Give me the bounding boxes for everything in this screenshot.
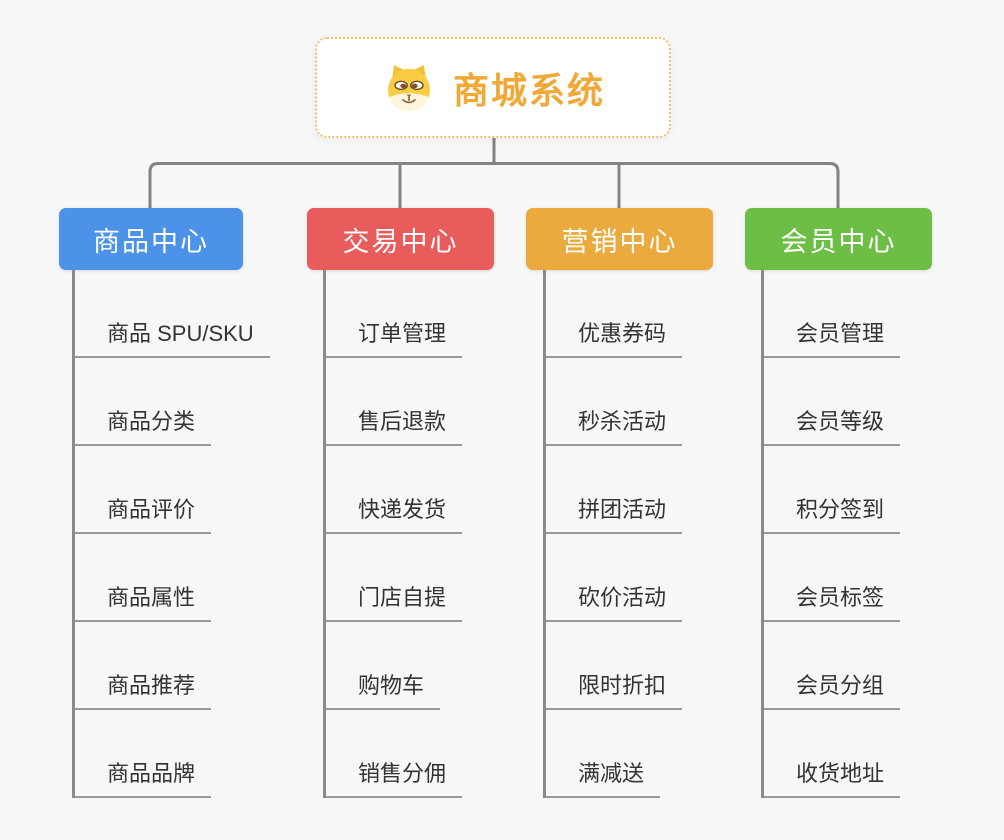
- root-node[interactable]: 商城系统: [315, 37, 671, 138]
- child-topic: 会员等级: [764, 358, 932, 446]
- child-topic: 快递发货: [326, 446, 494, 534]
- child-topic-label[interactable]: 快递发货: [326, 492, 463, 534]
- child-topic-label[interactable]: 优惠券码: [546, 316, 683, 358]
- child-topic-label[interactable]: 商品评价: [75, 492, 212, 534]
- child-topic: 满减送: [546, 710, 713, 798]
- child-topic-label[interactable]: 订单管理: [326, 316, 463, 358]
- child-topic-label[interactable]: 商品分类: [75, 404, 212, 446]
- branch-children-marketing: 优惠券码 秒杀活动 拼团活动 砍价活动 限时折扣 满减送: [543, 270, 713, 798]
- child-topic: 积分签到: [764, 446, 932, 534]
- child-topic-label[interactable]: 砍价活动: [546, 580, 683, 622]
- child-topic: 拼团活动: [546, 446, 713, 534]
- child-topic-label[interactable]: 商品推荐: [75, 668, 212, 710]
- child-topic: 会员分组: [764, 622, 932, 710]
- branch-header-trade[interactable]: 交易中心: [307, 208, 494, 270]
- child-topic: 会员标签: [764, 534, 932, 622]
- child-topic-label[interactable]: 满减送: [546, 756, 661, 798]
- child-topic: 砍价活动: [546, 534, 713, 622]
- branch-trade: 交易中心 订单管理 售后退款 快递发货 门店自提 购物车 销售分佣: [307, 208, 494, 798]
- branch-header-products[interactable]: 商品中心: [59, 208, 243, 270]
- child-topic-label[interactable]: 售后退款: [326, 404, 463, 446]
- child-topic: 限时折扣: [546, 622, 713, 710]
- child-topic: 商品评价: [75, 446, 270, 534]
- child-topic-label[interactable]: 会员管理: [764, 316, 901, 358]
- child-topic: 商品 SPU/SKU: [75, 270, 270, 358]
- child-topic: 门店自提: [326, 534, 494, 622]
- child-topic-label[interactable]: 收货地址: [764, 756, 901, 798]
- child-topic: 会员管理: [764, 270, 932, 358]
- branch-header-marketing[interactable]: 营销中心: [526, 208, 713, 270]
- child-topic: 销售分佣: [326, 710, 494, 798]
- child-topic-label[interactable]: 门店自提: [326, 580, 463, 622]
- child-topic: 订单管理: [326, 270, 494, 358]
- child-topic-label[interactable]: 商品品牌: [75, 756, 212, 798]
- dog-face-icon: [387, 64, 430, 111]
- branch-products: 商品中心 商品 SPU/SKU 商品分类 商品评价 商品属性 商品推荐 商品品牌: [59, 208, 270, 798]
- branch-children-products: 商品 SPU/SKU 商品分类 商品评价 商品属性 商品推荐 商品品牌: [72, 270, 270, 798]
- child-topic: 商品分类: [75, 358, 270, 446]
- child-topic-label[interactable]: 会员标签: [764, 580, 901, 622]
- child-topic-label[interactable]: 商品 SPU/SKU: [75, 316, 270, 358]
- child-topic-label[interactable]: 销售分佣: [326, 756, 463, 798]
- branch-header-members[interactable]: 会员中心: [745, 208, 932, 270]
- child-topic-label[interactable]: 会员等级: [764, 404, 901, 446]
- child-topic: 商品推荐: [75, 622, 270, 710]
- child-topic-label[interactable]: 积分签到: [764, 492, 901, 534]
- root-node-title: 商城系统: [452, 69, 605, 111]
- branch-members: 会员中心 会员管理 会员等级 积分签到 会员标签 会员分组 收货地址: [745, 208, 932, 798]
- child-topic-label[interactable]: 购物车: [326, 668, 441, 710]
- child-topic: 购物车: [326, 622, 494, 710]
- child-topic: 商品品牌: [75, 710, 270, 798]
- child-topic: 商品属性: [75, 534, 270, 622]
- child-topic-label[interactable]: 商品属性: [75, 580, 212, 622]
- child-topic: 收货地址: [764, 710, 932, 798]
- child-topic: 秒杀活动: [546, 358, 713, 446]
- child-topic: 优惠券码: [546, 270, 713, 358]
- branch-marketing: 营销中心 优惠券码 秒杀活动 拼团活动 砍价活动 限时折扣 满减送: [526, 208, 713, 798]
- branch-children-trade: 订单管理 售后退款 快递发货 门店自提 购物车 销售分佣: [323, 270, 494, 798]
- child-topic-label[interactable]: 拼团活动: [546, 492, 683, 534]
- child-topic-label[interactable]: 会员分组: [764, 668, 901, 710]
- child-topic-label[interactable]: 限时折扣: [546, 668, 683, 710]
- child-topic-label[interactable]: 秒杀活动: [546, 404, 683, 446]
- child-topic: 售后退款: [326, 358, 494, 446]
- branch-children-members: 会员管理 会员等级 积分签到 会员标签 会员分组 收货地址: [761, 270, 932, 798]
